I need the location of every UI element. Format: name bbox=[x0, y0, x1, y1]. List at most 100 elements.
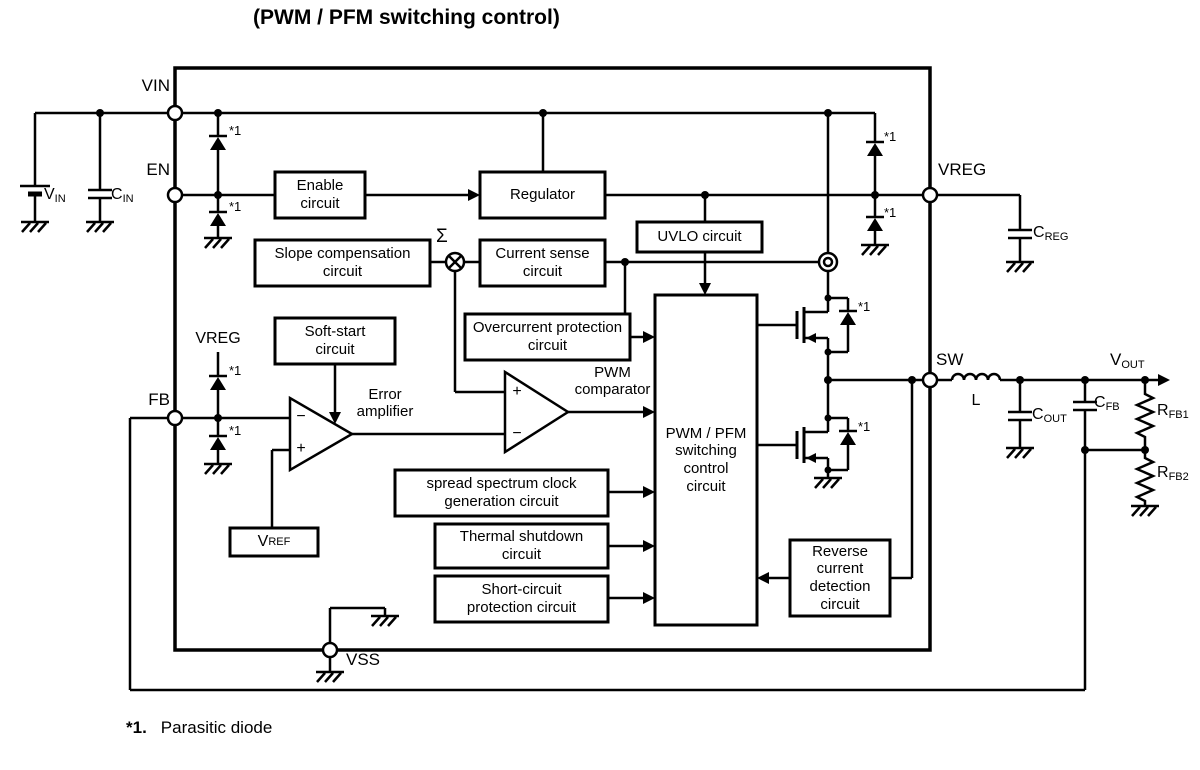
parasitic-diode-icon bbox=[864, 140, 886, 158]
ground-icon bbox=[1004, 446, 1036, 460]
pin-vss-terminal bbox=[321, 641, 339, 659]
parasitic-diode-icon bbox=[207, 434, 229, 452]
block-overcurrent-outline bbox=[463, 312, 632, 362]
pin-vin-terminal bbox=[166, 104, 184, 122]
vout-label: VOUT bbox=[1110, 350, 1145, 371]
cin-label: CIN bbox=[111, 186, 134, 205]
parasitic-diode-note: *1 bbox=[229, 363, 242, 378]
parasitic-diode-note: *1 bbox=[229, 199, 242, 214]
block-pwm-pfm-outline bbox=[653, 293, 759, 627]
error-amplifier-label: Error amplifier bbox=[356, 386, 414, 421]
ground-icon bbox=[202, 236, 234, 250]
rfb2-label: RFB2 bbox=[1157, 464, 1189, 483]
block-soft-start: Soft-start circuit bbox=[304, 323, 366, 358]
block-reverse-current: Reverse current detection circuit bbox=[809, 542, 871, 613]
block-regulator-outline bbox=[478, 170, 607, 220]
parasitic-diode-icon bbox=[207, 134, 229, 152]
ground-icon bbox=[19, 220, 51, 234]
ground-icon bbox=[84, 220, 116, 234]
capacitor-creg-icon bbox=[1006, 228, 1034, 240]
error-amplifier-icon bbox=[288, 395, 355, 473]
cfb-label: CFB bbox=[1094, 394, 1120, 413]
block-overcurrent: Overcurrent protection circuit bbox=[472, 319, 623, 354]
ic-boundary bbox=[173, 66, 932, 652]
parasitic-diode-note: *1 bbox=[884, 205, 897, 220]
vref-label: V bbox=[257, 532, 269, 550]
parasitic-diode-icon bbox=[207, 374, 229, 392]
rfb1-label: RFB1 bbox=[1157, 402, 1189, 421]
block-uvlo-outline bbox=[635, 220, 764, 254]
block-thermal-outline bbox=[433, 522, 610, 570]
footnote-marker: *1. bbox=[126, 718, 147, 737]
block-uvlo: UVLO circuit bbox=[657, 228, 742, 246]
resistor-rfb1-icon bbox=[1133, 380, 1157, 450]
pin-vreg-label: VREG bbox=[938, 160, 987, 179]
pin-fb-terminal bbox=[166, 409, 184, 427]
ground-icon bbox=[1004, 260, 1036, 274]
block-current-sense-outline bbox=[478, 238, 607, 288]
parasitic-diode-icon bbox=[837, 429, 859, 447]
block-spread-spectrum-outline bbox=[393, 468, 610, 518]
low-side-mosfet-icon bbox=[795, 427, 816, 463]
comparator-minus-sign: − bbox=[512, 425, 522, 442]
error-amp-minus-sign: − bbox=[296, 408, 306, 425]
sigma-label: Σ bbox=[436, 226, 448, 247]
ground-icon bbox=[369, 614, 401, 628]
pin-en-label: EN bbox=[146, 160, 170, 179]
block-slope-compensation: Slope compensation circuit bbox=[274, 245, 411, 280]
block-regulator: Regulator bbox=[509, 186, 576, 204]
pin-sw-terminal bbox=[921, 371, 939, 389]
block-enable-outline bbox=[273, 170, 367, 220]
parasitic-diode-note: *1 bbox=[229, 123, 242, 138]
ground-icon bbox=[202, 462, 234, 476]
block-short-circuit: Short-circuit protection circuit bbox=[466, 581, 577, 616]
summing-node-icon bbox=[444, 251, 466, 273]
current-sense-node-icon bbox=[817, 251, 839, 273]
parasitic-diode-icon bbox=[864, 215, 886, 233]
block-reverse-current-outline bbox=[788, 538, 892, 618]
block-enable: Enable circuit bbox=[296, 177, 344, 212]
junction-dots bbox=[96, 109, 1149, 474]
pin-vss-label: VSS bbox=[346, 650, 381, 669]
footnote: *1. Parasitic diode bbox=[126, 718, 272, 738]
ground-icon bbox=[1129, 504, 1161, 518]
pin-en-terminal bbox=[166, 186, 184, 204]
wires bbox=[33, 111, 1160, 692]
parasitic-diode-icon bbox=[837, 309, 859, 327]
pin-fb-label: FB bbox=[148, 390, 170, 409]
high-side-mosfet-icon bbox=[795, 307, 816, 343]
ground-icon bbox=[859, 243, 891, 257]
parasitic-diode-note: *1 bbox=[858, 419, 871, 434]
capacitor-cout-icon bbox=[1006, 410, 1034, 422]
block-thermal: Thermal shutdown circuit bbox=[459, 528, 584, 563]
ground-icon bbox=[812, 476, 844, 490]
pin-vin-label: VIN bbox=[141, 76, 170, 95]
inductor-icon bbox=[950, 372, 1002, 381]
creg-label: CREG bbox=[1033, 224, 1069, 243]
inductor-label: L bbox=[971, 392, 981, 409]
pin-sw-label: SW bbox=[936, 350, 964, 369]
vin-source-label: VIN bbox=[44, 186, 66, 205]
pwm-comparator-icon bbox=[503, 369, 571, 455]
parasitic-diode-note: *1 bbox=[884, 129, 897, 144]
pwm-comparator-label: PWM comparator bbox=[574, 364, 651, 399]
page-title: (PWM / PFM switching control) bbox=[253, 6, 560, 29]
block-soft-start-outline bbox=[273, 316, 397, 366]
block-pwm-pfm: PWM / PFM switching control circuit bbox=[665, 424, 747, 495]
parasitic-diode-note: *1 bbox=[229, 423, 242, 438]
comparator-plus-sign: + bbox=[512, 383, 522, 400]
block-slope-compensation-outline bbox=[253, 238, 432, 288]
pin-vreg-terminal bbox=[921, 186, 939, 204]
capacitor-cin-icon bbox=[86, 188, 114, 200]
resistor-rfb2-icon bbox=[1133, 450, 1157, 506]
cout-label: COUT bbox=[1032, 406, 1067, 425]
parasitic-diode-note: *1 bbox=[858, 299, 871, 314]
ground-icon bbox=[314, 670, 346, 684]
vreg-internal-label: VREG bbox=[195, 330, 241, 347]
footnote-text: Parasitic diode bbox=[160, 718, 273, 737]
block-current-sense: Current sense circuit bbox=[495, 245, 590, 280]
signal-arrows bbox=[329, 189, 1170, 604]
